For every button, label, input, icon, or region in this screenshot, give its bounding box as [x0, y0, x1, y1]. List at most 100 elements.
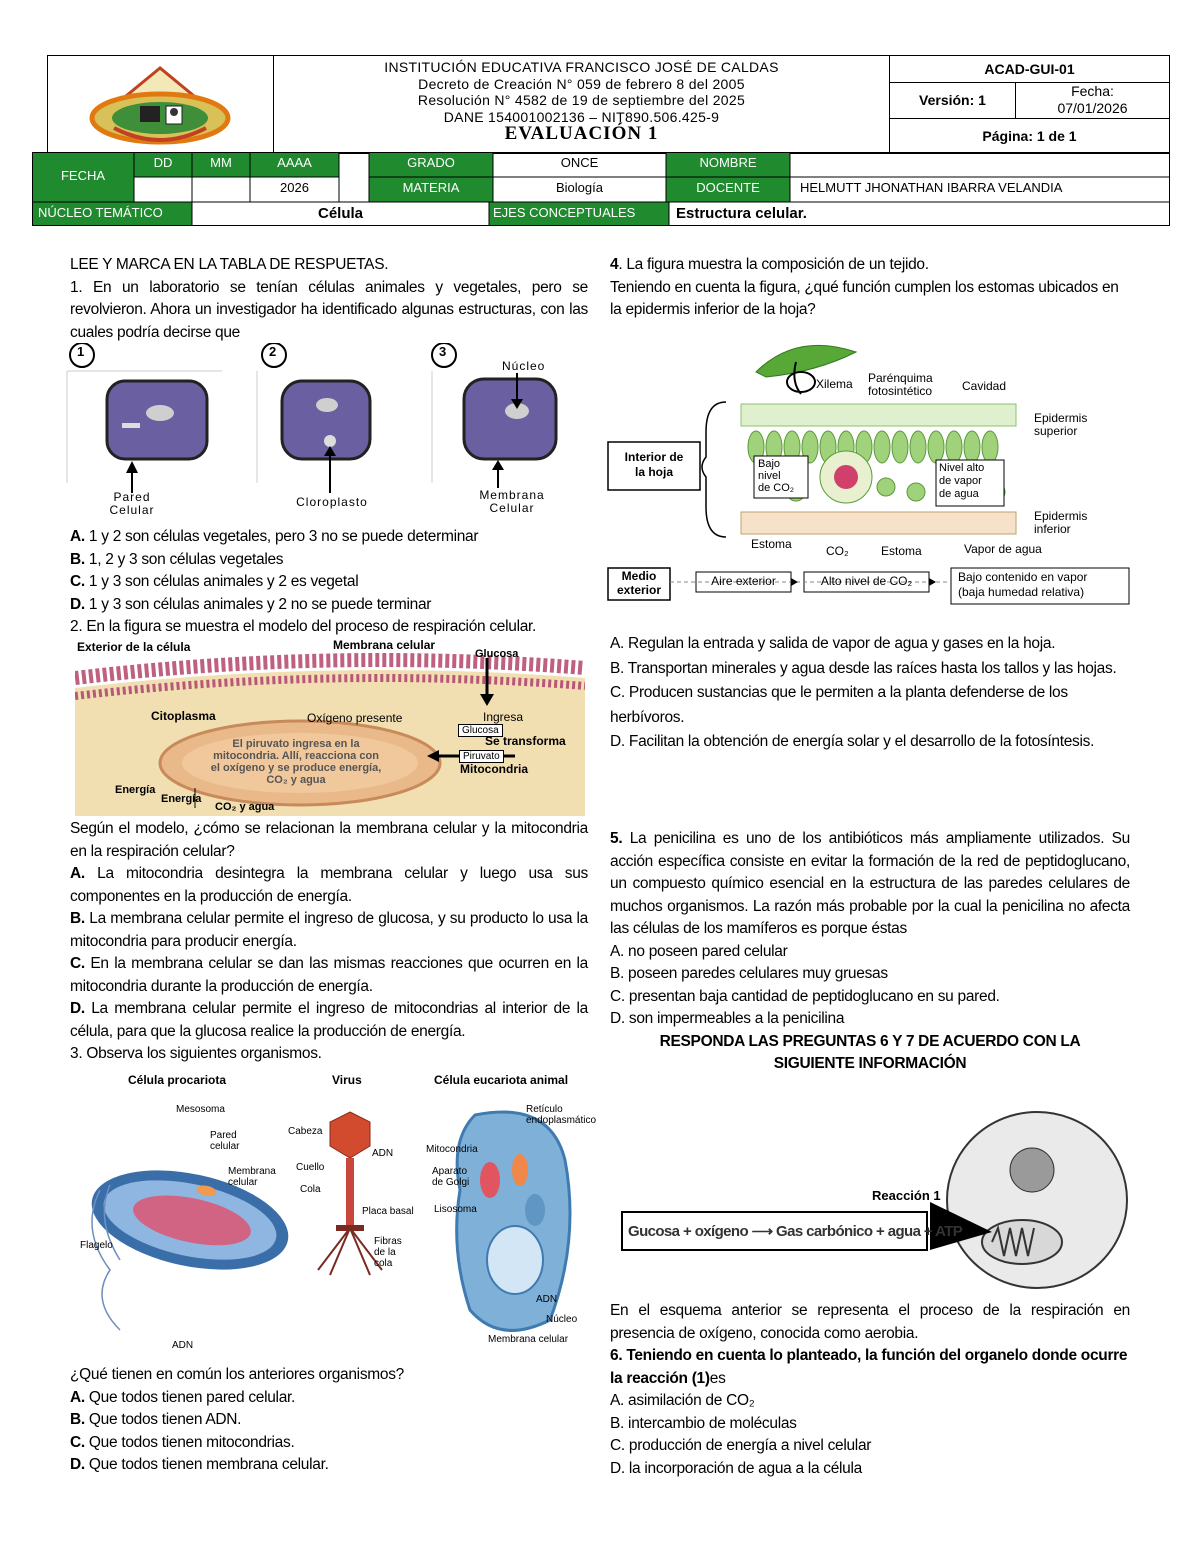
q4-option-b[interactable]: B. Transportan minerales y agua desde la…: [610, 659, 1117, 677]
q3-option-c[interactable]: C. Que todos tienen mitocondrias.: [70, 1432, 588, 1455]
q3-option-c-text: Que todos tienen mitocondrias.: [84, 1433, 295, 1451]
q5-option-d[interactable]: D. son impermeables a la penicilina: [610, 1010, 845, 1027]
q4-fig-stoma-1: Estoma: [751, 537, 792, 551]
respond-instruction: RESPONDA LAS PREGUNTAS 6 Y 7 DE ACUERDO …: [659, 1032, 1081, 1073]
q1-option-b-key: B.: [70, 550, 85, 568]
q3-fig-wall-2: celular: [210, 1141, 240, 1152]
q3-option-d[interactable]: D. Que todos tienen membrana celular.: [70, 1454, 588, 1477]
version: Versión: 1: [889, 81, 1016, 120]
q2-option-d[interactable]: D. La membrana celular permite el ingres…: [70, 998, 588, 1043]
q4-fig-water-vapor: Vapor de agua: [964, 542, 1042, 556]
q2-fig-mitochondria: Mitocondria: [460, 762, 528, 776]
q4-fig-xylem: Xilema: [816, 377, 853, 391]
q1-figure: 1 2 3 Pared Celular Cloroplasto Membrana…: [62, 342, 582, 518]
q2-fig-co2-water: CO₂ y agua: [215, 801, 275, 813]
q3-option-b[interactable]: B. Que todos tienen ADN.: [70, 1409, 588, 1432]
q5-option-c[interactable]: C. presentan baja cantidad de peptidoglu…: [610, 987, 1000, 1005]
q4-fig-high-vapor-2: de vapor: [939, 475, 982, 487]
q4-fig-epidermis-bottom-2: inferior: [1034, 522, 1071, 536]
q2-fig-energy-2: Energía: [161, 793, 202, 805]
q2-option-d-text: La membrana celular permite el ingreso d…: [70, 1000, 588, 1040]
institution-name: INSTITUCIÓN EDUCATIVA FRANCISCO JOSÉ DE …: [384, 59, 779, 75]
q5-option-a[interactable]: A. no poseen pared celular: [610, 942, 788, 960]
q3-fig-er-1: Retículo: [526, 1104, 563, 1115]
q2-fig-glucose-box: Glucosa: [458, 724, 503, 737]
q3-fig-dna-prok: ADN: [172, 1340, 194, 1351]
question-4: 4. La figura muestra la composición de u…: [610, 254, 1130, 277]
q4-fig-low-co2-2: nivel: [758, 470, 781, 482]
q6-fig-reaction: Reacción 1: [872, 1188, 941, 1203]
q3-option-a[interactable]: A. Que todos tienen pared celular.: [70, 1387, 588, 1410]
q2-fig-inner-line-3: el oxígeno y se produce energía,: [210, 762, 382, 774]
fecha-label: FECHA: [60, 168, 106, 183]
question-5: 5. La penicilina es uno de los antibióti…: [610, 828, 1130, 941]
ejes-value: Estructura celular.: [676, 205, 807, 222]
q1-options: A. 1 y 2 son células vegetales, pero 3 n…: [70, 526, 588, 639]
q2-fig-transforms: Se transforma: [485, 734, 566, 748]
q6-option-a[interactable]: A. asimilación de CO₂: [610, 1392, 755, 1409]
q4-fig-low-co2-3: de CO₂: [758, 482, 795, 494]
q3-fig-fibers-3: cola: [374, 1258, 393, 1269]
nombre-label: NOMBRE: [699, 155, 757, 170]
q4-fig-high-vapor-1: Nivel alto: [939, 462, 985, 474]
dane-nit: DANE 154001002136 – NIT890.506.425-9: [443, 108, 720, 125]
q6-option-c[interactable]: C. producción de energía a nivel celular: [610, 1437, 872, 1454]
q4-fig-epidermis-bottom-1: Epidermis: [1034, 509, 1088, 523]
q4-ask: Teniendo en cuenta la figura, ¿qué funci…: [610, 278, 1119, 319]
q3-fig-dna-euk: ADN: [536, 1294, 558, 1305]
question-1: 1. En un laboratorio se tenían células a…: [70, 278, 588, 341]
q4-fig-cavity: Cavidad: [962, 379, 1007, 393]
q1-option-c[interactable]: C. 1 y 3 son células animales y 2 es veg…: [70, 571, 588, 594]
q1-option-b[interactable]: B. 1, 2 y 3 son células vegetales: [70, 549, 588, 572]
q2-option-c[interactable]: C. En la membrana celular se dan las mis…: [70, 953, 588, 998]
q6-option-b[interactable]: B. intercambio de moléculas: [610, 1414, 797, 1432]
q4-fig-epidermis-top-2: superior: [1034, 424, 1078, 438]
q6-block: En el esquema anterior se representa el …: [610, 1300, 1130, 1480]
q2-option-a[interactable]: A. La mitocondria desintegra la membrana…: [70, 863, 588, 908]
q2-fig-energy-1: Energía: [115, 784, 156, 796]
q3-fig-mesosome: Mesosoma: [176, 1104, 225, 1115]
q2-option-b[interactable]: B. La membrana celular permite el ingres…: [70, 908, 588, 953]
q3-fig-eukaryote: Célula eucariota animal: [434, 1073, 569, 1087]
q2-fig-membrane: Membrana celular: [333, 638, 436, 652]
q3-option-a-key: A.: [70, 1388, 85, 1406]
q2-fig-glucose: Glucosa: [475, 648, 519, 660]
q1-option-d-text: 1 y 3 son células animales y 2 no se pue…: [84, 595, 432, 613]
q6-option-d[interactable]: D. la incorporación de agua a la célula: [610, 1459, 862, 1477]
resolution: Resolución N° 4582 de 19 de septiembre d…: [417, 92, 746, 108]
q4-fig-parenchyma-2: fotosintético: [868, 384, 933, 398]
instruction: LEE Y MARCA EN LA TABLA DE RESPUETAS.: [70, 256, 389, 273]
q1-fig-label-2: Cloroplasto: [296, 495, 368, 509]
q3-fig-neck: Cuello: [296, 1162, 325, 1173]
left-column-top: LEE Y MARCA EN LA TABLA DE RESPUETAS. 1.…: [70, 254, 588, 344]
q2-fig-inner-text: El piruvato ingresa en la mitocondria. A…: [171, 738, 421, 786]
aaaa-label: AAAA: [277, 155, 312, 170]
q5-option-b[interactable]: B. poseen paredes celulares muy gruesas: [610, 965, 888, 982]
q1-fig-n1: 1: [77, 344, 85, 359]
q2-fig-enters: Ingresa: [483, 710, 524, 724]
q4-fig-low-co2-1: Bajo: [758, 458, 781, 470]
q1-option-a-text: 1 y 2 son células vegetales, pero 3 no s…: [84, 528, 479, 545]
info-grid-lines: [32, 152, 1170, 226]
q3-fig-golgi-2: de Golgi: [432, 1177, 470, 1188]
q1-option-a[interactable]: A. 1 y 2 son células vegetales, pero 3 n…: [70, 526, 588, 549]
q4-option-d[interactable]: D. Facilitan la obtención de energía sol…: [610, 733, 1095, 750]
q4-option-c[interactable]: C. Producen sustancias que le permiten a…: [610, 684, 1068, 726]
q3-fig-membrane-1: Membrana: [228, 1166, 276, 1177]
q4-fig-high-co2: Alto nivel de CO₂: [820, 574, 913, 588]
q3-fig-fibers-1: Fibras: [374, 1236, 402, 1247]
institution-cell: INSTITUCIÓN EDUCATIVA FRANCISCO JOSÉ DE …: [273, 55, 890, 154]
q1-fig-label-3b: Celular: [489, 501, 535, 515]
q4-fig-low-vapor-1: Bajo contenido en vapor: [958, 570, 1088, 584]
question-3: 3. Observa los siguientes organismos.: [70, 1045, 322, 1062]
q4-option-a[interactable]: A. Regulan la entrada y salida de vapor …: [610, 635, 1056, 652]
q3-option-b-key: B.: [70, 1411, 85, 1428]
docente-value: HELMUTT JHONATHAN IBARRA VELANDIA: [800, 180, 1063, 195]
school-logo-cell: [47, 55, 274, 154]
q1-option-d[interactable]: D. 1 y 3 son células animales y 2 no se …: [70, 594, 588, 617]
